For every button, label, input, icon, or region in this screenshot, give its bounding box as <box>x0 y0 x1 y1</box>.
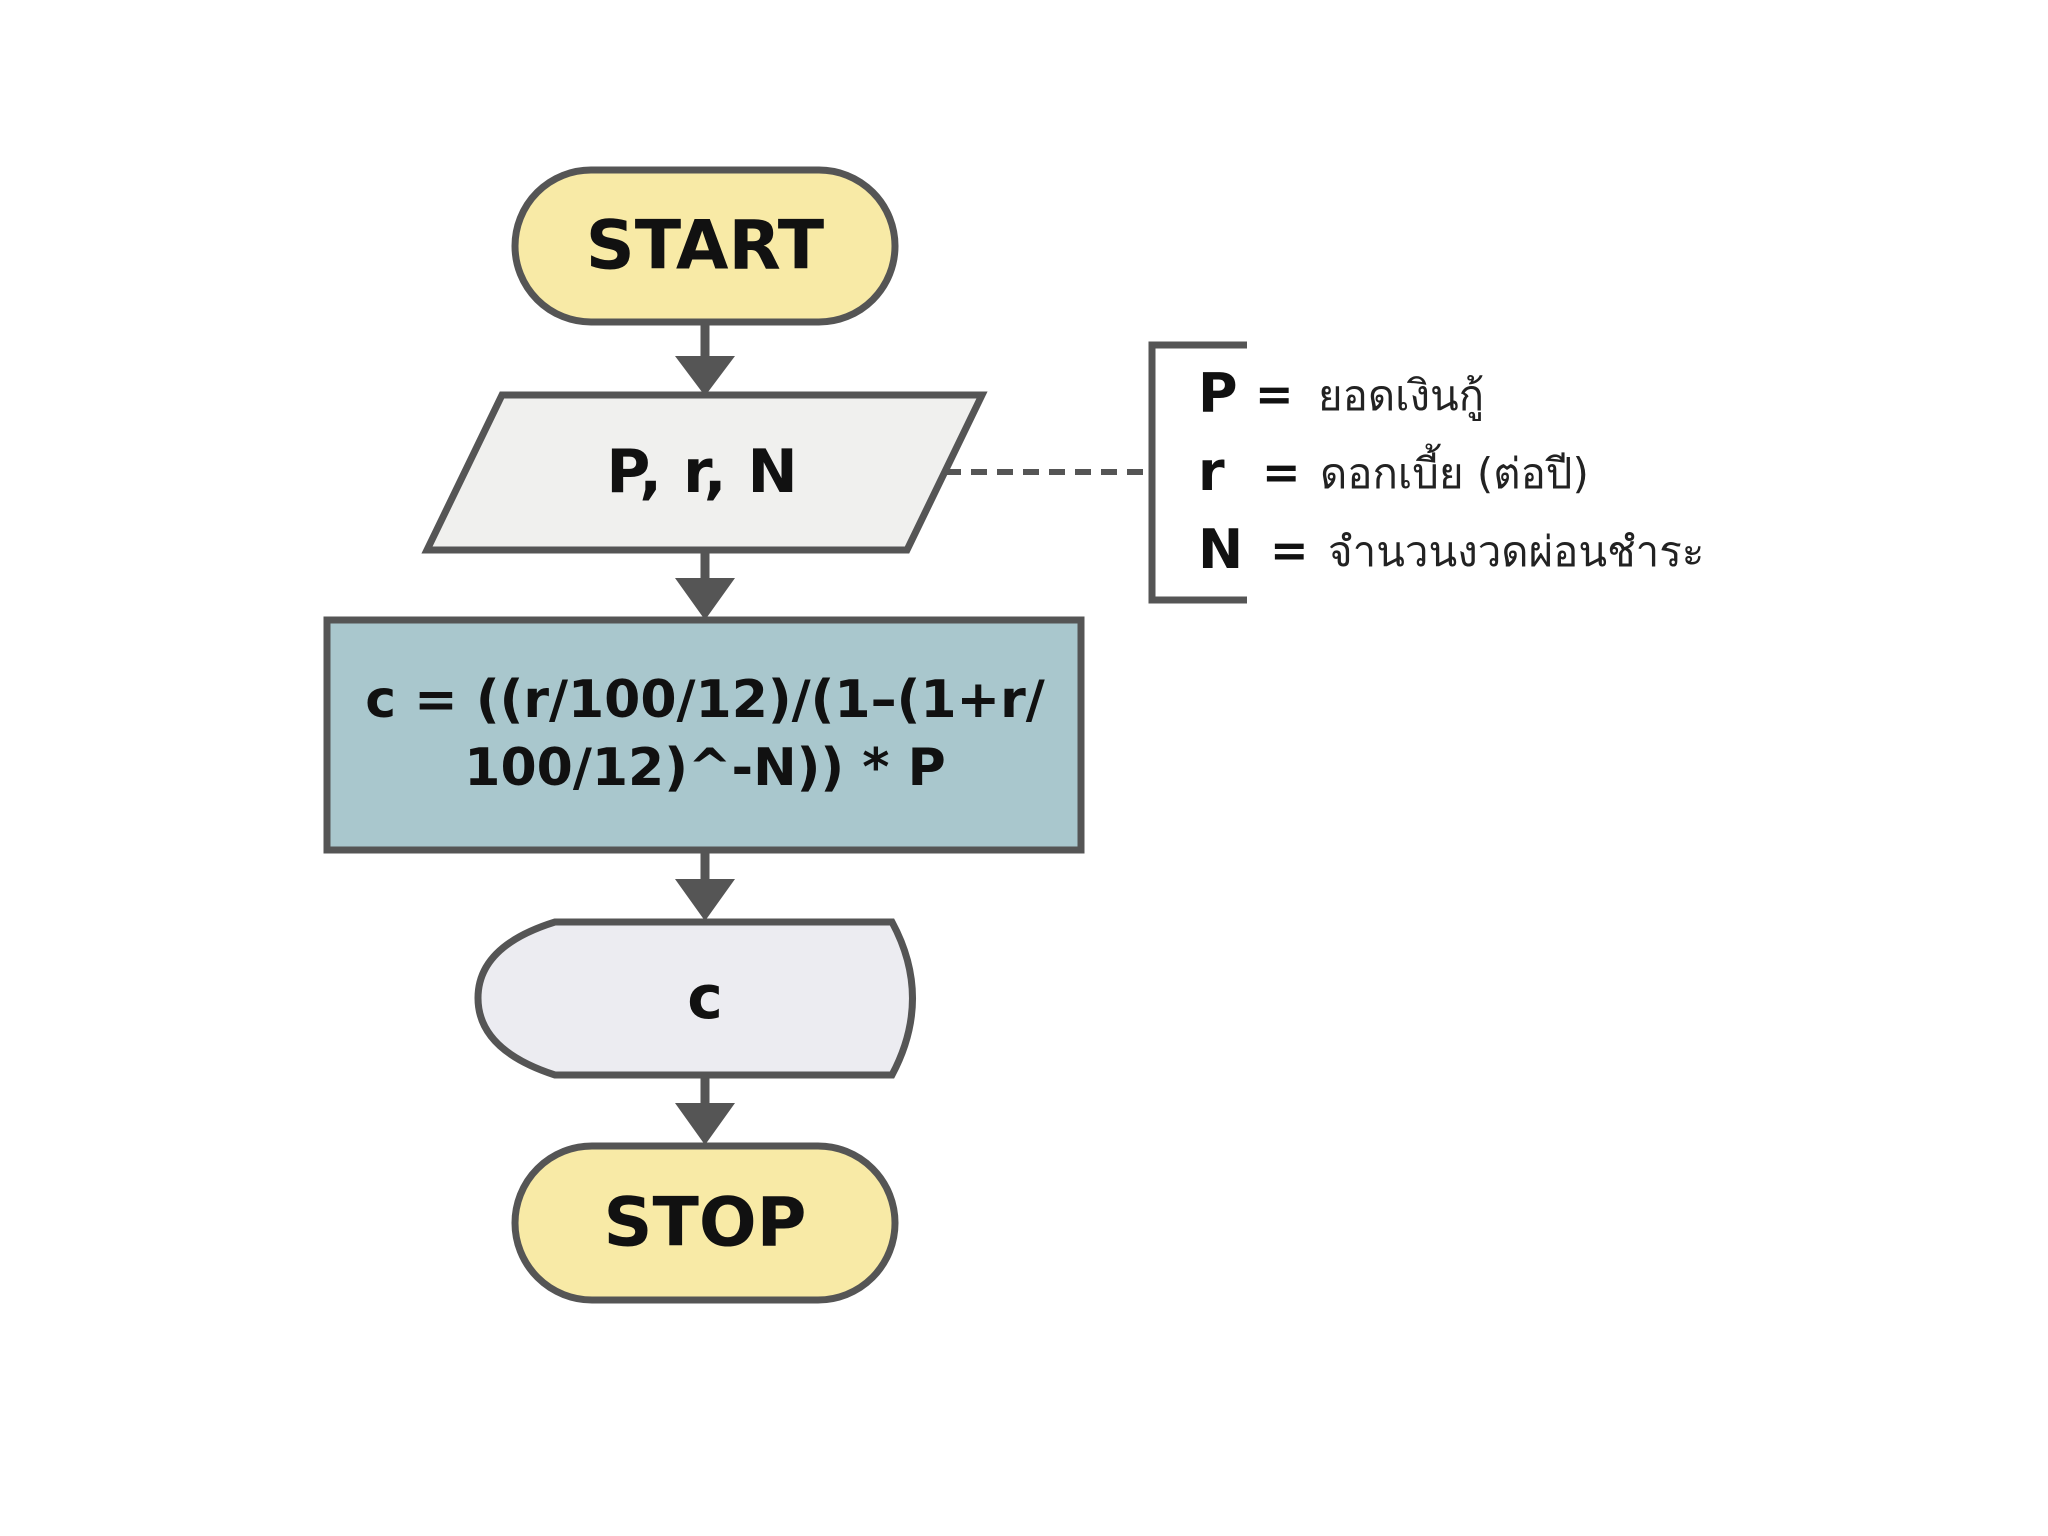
legend-eq-p: = <box>1255 367 1294 421</box>
legend-desc-p: ยอดเงินกู้ <box>1318 371 1484 421</box>
legend-eq-r: = <box>1262 445 1301 499</box>
legend-item-r: r = ดอกเบี้ย (ต่อปี) <box>1198 440 1589 503</box>
process-formula-line1: c = ((r/100/12)/(1–(1+r/ <box>365 670 1045 730</box>
process-box: c = ((r/100/12)/(1–(1+r/ 100/12)^-N)) * … <box>323 616 1085 854</box>
connector-output-stop <box>675 1075 735 1145</box>
start-label: START <box>586 207 825 286</box>
connector-input-process <box>675 550 735 620</box>
legend-item-n: N = จำนวนงวดผ่อนชำระ <box>1198 518 1704 581</box>
legend-desc-n: จำนวนงวดผ่อนชำระ <box>1328 527 1704 576</box>
legend-item-p: P = ยอดเงินกู้ <box>1198 362 1484 425</box>
legend-desc-r: ดอกเบี้ย (ต่อปี) <box>1320 443 1589 498</box>
stop-terminal: STOP <box>511 1142 899 1304</box>
input-parallelogram: P, r, N <box>421 391 988 554</box>
connector-process-output <box>675 850 735 921</box>
process-formula-line2: 100/12)^-N)) * P <box>464 738 945 798</box>
annotation-bracket <box>1148 341 1247 604</box>
connector-start-input <box>675 322 735 396</box>
input-label: P, r, N <box>606 437 797 507</box>
legend-var-n: N <box>1198 518 1243 581</box>
stop-label: STOP <box>603 1184 806 1263</box>
start-terminal: START <box>511 166 899 326</box>
legend-var-r: r <box>1198 440 1225 503</box>
variable-legend: P = ยอดเงินกู้ r = ดอกเบี้ย (ต่อปี) N = … <box>1198 362 1704 581</box>
output-label: c <box>687 963 723 1033</box>
legend-var-p: P <box>1198 362 1238 425</box>
legend-eq-n: = <box>1270 523 1309 577</box>
output-display: c <box>474 918 916 1079</box>
